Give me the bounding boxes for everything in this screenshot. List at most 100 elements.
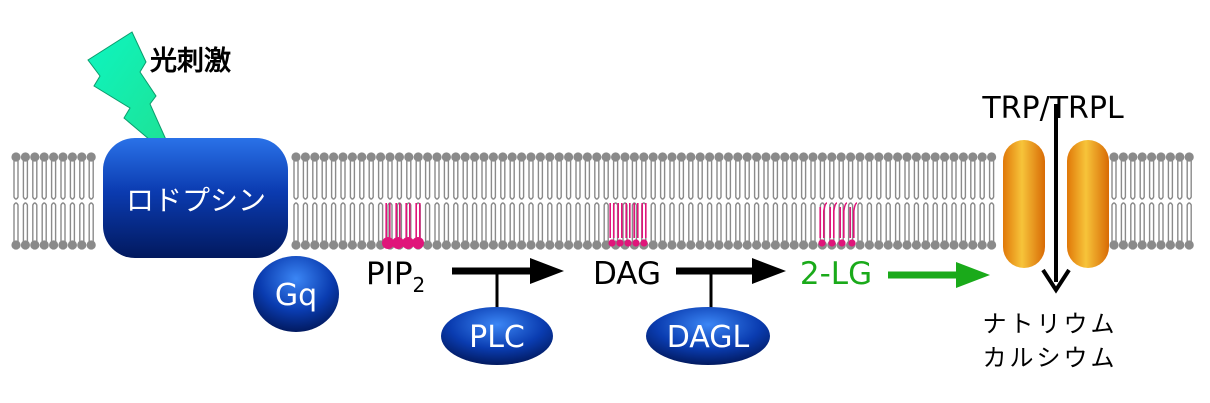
lipid-tail — [1120, 160, 1127, 200]
lipid-head — [723, 152, 734, 162]
lipid-tail — [575, 202, 581, 242]
lipid-tail — [69, 160, 76, 200]
lipid-tail — [1158, 160, 1164, 200]
lipid-tail — [79, 202, 85, 242]
lipid-head — [564, 152, 574, 162]
lipid-head — [827, 152, 837, 162]
lipid-tail — [396, 160, 403, 200]
lipid-tail — [716, 202, 722, 242]
lipid-head — [846, 152, 856, 162]
lipid-tail — [471, 160, 478, 200]
lipid-tail — [659, 160, 666, 200]
lipid-head — [11, 152, 21, 162]
signal-lipid-tail — [415, 203, 421, 238]
lipid-tail — [829, 160, 835, 200]
lipid-tail — [293, 160, 299, 200]
lipid-tail — [41, 160, 47, 200]
lipid-head — [714, 152, 724, 162]
lipid-tail — [22, 202, 29, 242]
lipid-head — [517, 240, 527, 250]
lipid-tail — [302, 202, 309, 242]
lipid-head — [940, 152, 950, 162]
lipid-head — [582, 240, 593, 250]
lipid-tail — [669, 160, 675, 200]
lipid-tail — [481, 160, 487, 200]
lipid-head — [423, 240, 433, 250]
lipid-tail — [321, 160, 327, 200]
lipid-tail — [669, 202, 675, 242]
lipid-tail — [349, 160, 356, 200]
lipid-bilayer — [11, 152, 1194, 250]
lipid-tail — [575, 160, 581, 200]
lipid-tail — [951, 160, 957, 200]
lipid-head — [488, 240, 498, 250]
lipid-tail — [79, 160, 85, 200]
lipid-head — [592, 240, 602, 250]
lipid-head — [573, 152, 583, 162]
lipid-tail — [622, 160, 628, 200]
lipid-head — [77, 240, 87, 250]
plc-enzyme — [441, 307, 553, 365]
lipid-head — [874, 152, 884, 162]
signal-lipid-tail — [849, 202, 858, 238]
lipid-tail — [782, 202, 788, 242]
signal-lipid-tail — [385, 203, 391, 238]
lipid-tail — [753, 202, 760, 242]
lipid-tail — [490, 160, 497, 200]
lipid-tail — [424, 202, 431, 242]
lipid-tail — [565, 160, 572, 200]
lipid-head — [789, 240, 799, 250]
lipid-tail — [443, 160, 450, 200]
lipid-tail — [377, 160, 384, 200]
lipid-head — [1118, 240, 1128, 250]
lipid-tail — [1177, 202, 1183, 242]
lipid-tail — [1158, 202, 1164, 242]
lipid-head — [864, 240, 875, 250]
lipid-head — [1128, 240, 1138, 250]
2lg-to-channel-arrowhead-icon — [956, 262, 990, 288]
lipid-tail — [32, 160, 38, 200]
lipid-head — [545, 240, 555, 250]
lipid-tail — [424, 160, 431, 200]
lipid-tail — [735, 202, 741, 242]
lipid-tail — [876, 160, 882, 200]
lipid-tail — [321, 202, 327, 242]
lipid-head — [470, 152, 480, 162]
lipid-tail — [894, 202, 901, 242]
lipid-tail — [22, 160, 29, 200]
lipid-tail — [490, 202, 497, 242]
lipid-head — [770, 152, 781, 162]
lipid-head — [338, 152, 348, 162]
signal-lipid-head — [392, 237, 404, 249]
lipid-tail — [528, 202, 534, 242]
lipid-tail — [716, 160, 722, 200]
lipid-tail — [923, 160, 929, 200]
lipid-tail — [650, 202, 656, 242]
lipid-tail — [772, 160, 779, 200]
lipid-tail — [518, 160, 525, 200]
lipid-tail — [1130, 160, 1136, 200]
lipid-head — [958, 240, 969, 250]
lipid-head — [413, 152, 423, 162]
lipid-tail — [340, 202, 346, 242]
lipid-head — [752, 240, 762, 250]
lipid-tail — [650, 160, 656, 200]
lipid-head — [705, 152, 715, 162]
lipid-tail — [359, 202, 365, 242]
pip2-to-dag-arrowhead-icon — [530, 258, 564, 284]
lipid-head — [460, 240, 470, 250]
trp-channel-right-subunit — [1067, 140, 1109, 268]
sodium-ion-label: ナトリウム — [983, 310, 1118, 338]
lipid-head — [1109, 240, 1119, 250]
lipid-head — [987, 240, 997, 250]
lipid-head — [67, 152, 77, 162]
lipid-head — [1156, 240, 1166, 250]
lipid-tail — [772, 202, 779, 242]
lipid-head — [1109, 152, 1119, 162]
lipid-head — [310, 152, 320, 162]
lipid-head — [620, 152, 630, 162]
signal-lipid-head — [818, 239, 826, 247]
lipid-tail — [88, 202, 94, 242]
signal-lipid-head — [848, 239, 856, 247]
lipid-tail — [960, 202, 967, 242]
